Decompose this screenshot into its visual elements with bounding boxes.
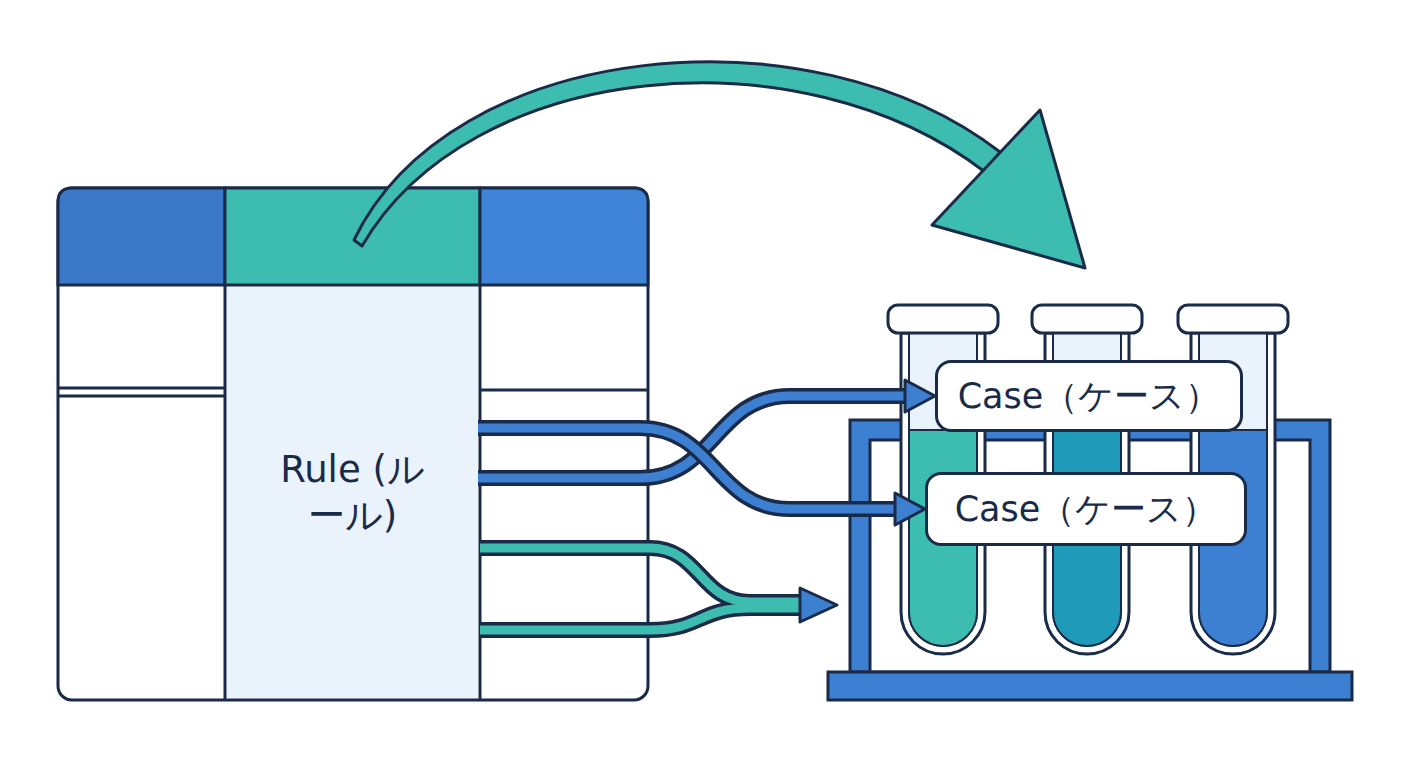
merge-arrow — [480, 548, 837, 630]
arrow-head — [905, 380, 935, 412]
node-label: Case（ケース） — [958, 373, 1221, 420]
node-label: Case（ケース） — [955, 486, 1218, 533]
arrow-shaft — [480, 608, 808, 630]
header-cell — [480, 188, 648, 285]
tube-cap — [888, 305, 998, 333]
table-divider — [58, 395, 225, 398]
case-label: Case（ケース） — [935, 360, 1243, 432]
arrow-outline — [480, 608, 808, 630]
rack-frame — [850, 420, 1330, 672]
flow-arrow — [478, 428, 925, 525]
arrow-shaft — [480, 548, 808, 602]
table-divider — [480, 389, 648, 392]
arrow-shaft — [478, 396, 909, 478]
arrow-shaft — [354, 62, 1000, 246]
tube-cap — [1032, 305, 1142, 333]
flow-arrow — [478, 380, 935, 478]
header-cell — [58, 188, 225, 285]
table-divider — [58, 387, 225, 390]
rule-column: Rule (ルール) — [227, 287, 478, 698]
arrow-outline — [478, 428, 899, 509]
arrow-shaft — [478, 428, 899, 509]
arrow-head — [895, 493, 925, 525]
arrow-head — [932, 110, 1085, 268]
arrow-outline — [478, 396, 909, 478]
header-cell — [225, 188, 480, 285]
case-label: Case（ケース） — [925, 472, 1247, 546]
rack-base — [828, 672, 1352, 700]
test-tube-rack — [828, 305, 1352, 700]
node-label: Rule (ルール) — [273, 447, 433, 539]
tube-cap — [1178, 305, 1288, 333]
arrow-head — [800, 588, 837, 622]
arrow-outline — [480, 548, 808, 602]
curved-arrow — [354, 62, 1085, 268]
